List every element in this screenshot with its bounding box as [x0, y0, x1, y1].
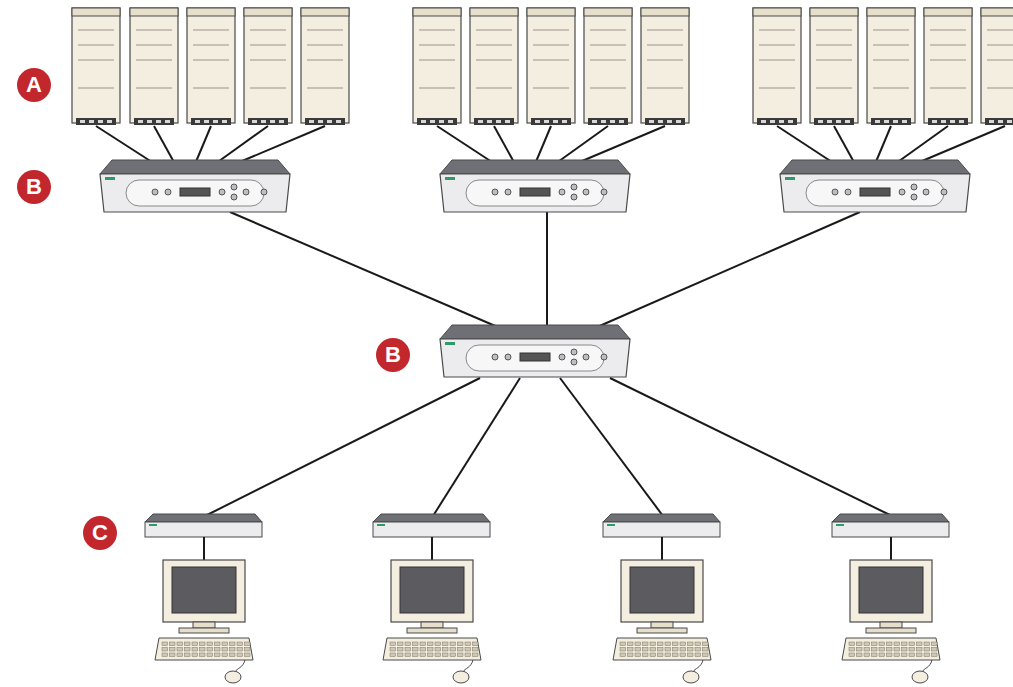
server-tower — [810, 8, 858, 125]
server-tower — [413, 8, 461, 125]
cable — [834, 126, 855, 164]
kvm-switch — [440, 325, 630, 377]
server-tower — [527, 8, 575, 125]
cable — [610, 378, 892, 516]
server-tower — [641, 8, 689, 125]
callout-letter: A — [17, 68, 51, 102]
cable — [915, 126, 1005, 164]
kvm-switch — [100, 160, 290, 212]
user-station — [603, 514, 720, 683]
server-tower — [867, 8, 915, 125]
cable — [494, 126, 515, 164]
server-tower — [470, 8, 518, 125]
cable — [433, 378, 520, 516]
server-tower — [130, 8, 178, 125]
cable — [230, 212, 500, 328]
cable-group — [96, 126, 1005, 516]
cable — [195, 126, 211, 164]
cable — [96, 126, 155, 164]
cable — [777, 126, 835, 164]
cable — [895, 126, 948, 164]
cable — [437, 126, 495, 164]
callout-letter: B — [17, 170, 51, 204]
server-tower — [981, 8, 1013, 125]
cable — [875, 126, 891, 164]
cable — [555, 126, 608, 164]
cable — [595, 212, 860, 328]
server-tower — [924, 8, 972, 125]
cable — [575, 126, 665, 164]
cable — [154, 126, 175, 164]
cable — [235, 126, 325, 164]
user-station — [145, 514, 262, 683]
server-tower — [584, 8, 632, 125]
cable — [560, 378, 663, 516]
kvm-switch — [440, 160, 630, 212]
kvm-switch — [780, 160, 970, 212]
server-tower — [187, 8, 235, 125]
callout-letter: C — [83, 516, 117, 550]
cable — [546, 212, 548, 328]
server-tower — [72, 8, 120, 125]
cable — [535, 126, 551, 164]
server-tower — [244, 8, 292, 125]
user-station — [373, 514, 490, 683]
server-tower — [753, 8, 801, 125]
callout-letter: B — [376, 338, 410, 372]
user-station — [832, 514, 949, 683]
cable — [215, 126, 268, 164]
cable — [205, 378, 480, 516]
server-tower — [301, 8, 349, 125]
